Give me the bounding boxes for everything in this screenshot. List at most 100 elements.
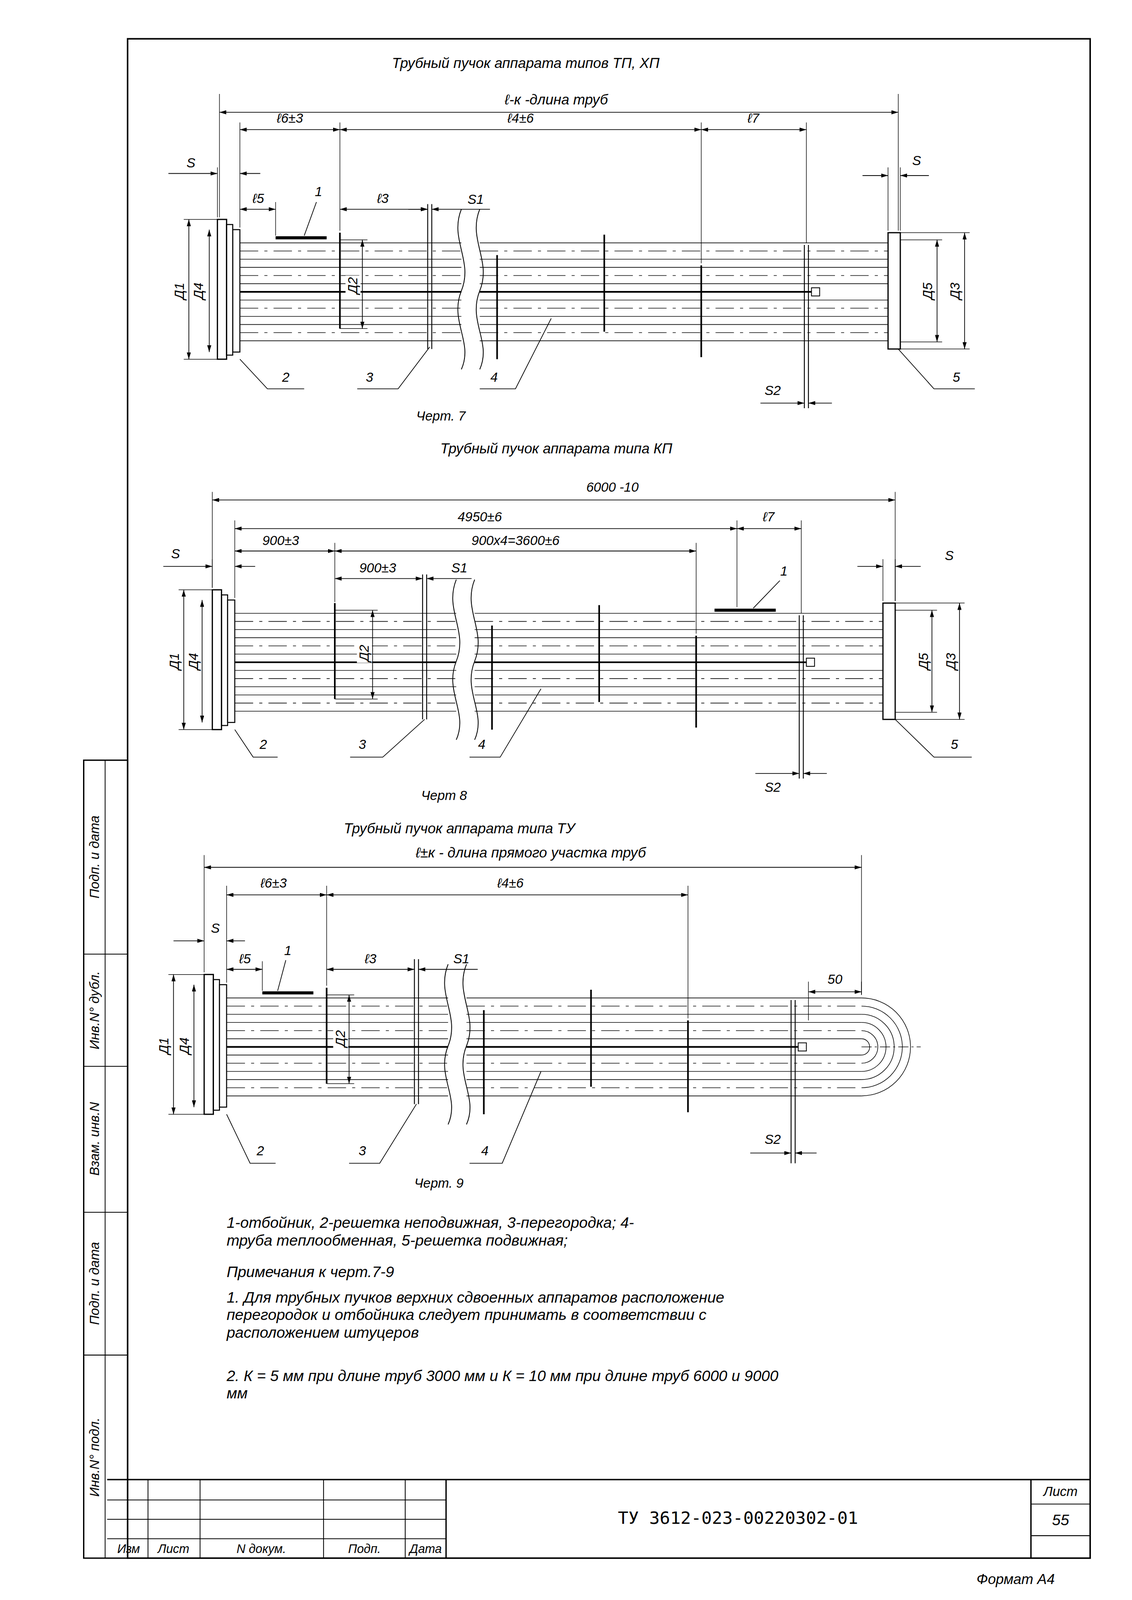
title-block-cell: Лист: [157, 1542, 190, 1557]
stamp-line: [83, 1212, 128, 1214]
tie-rod: [474, 661, 807, 664]
dimension-label: ℓ±к - длина прямого участка труб: [415, 845, 647, 862]
dimension-label: Д2: [356, 643, 372, 663]
title-block-line: [147, 1480, 149, 1559]
dimension-line: [931, 610, 933, 713]
dimension-line: [226, 894, 327, 896]
stamp-line: [83, 1355, 128, 1357]
stamp-strip: [83, 760, 128, 1559]
extension-line: [326, 886, 327, 986]
heat-exchange-tube: [479, 283, 888, 284]
dimension-line: [234, 528, 738, 530]
dimension-line: [372, 610, 374, 700]
heat-exchange-tube: [466, 1055, 862, 1056]
dimension-label: ℓ3: [376, 191, 389, 207]
heat-exchange-tube: [474, 653, 883, 655]
extension-line: [239, 122, 240, 228]
break-line: [463, 964, 470, 1125]
dimension-label: 900±3: [359, 560, 397, 576]
title-block-cell: Подп.: [348, 1542, 381, 1557]
title-block-cell: Дата: [409, 1542, 443, 1557]
tie-rod-nut: [798, 1043, 807, 1052]
dimension-label: Д5: [916, 651, 932, 672]
leader-line: [469, 688, 542, 758]
extension-line: [334, 542, 335, 603]
baffle: [325, 988, 328, 1085]
callout-number: 1: [284, 943, 292, 959]
title-block-line: [107, 1479, 1091, 1481]
dimension-label: Д3: [943, 651, 959, 672]
dimension-arrow: [795, 1152, 817, 1154]
section-title: Черт 8: [421, 788, 467, 804]
extension-line: [212, 491, 213, 588]
extension-line: [895, 719, 965, 720]
section-title: Трубный пучок аппарата типа КП: [440, 440, 673, 458]
dimension-label: ℓ7: [762, 510, 775, 526]
dimension-label: Д4: [177, 1036, 193, 1057]
dimension-line: [959, 603, 960, 720]
heat-exchange-tube: [479, 299, 888, 301]
fixed-tubesheet: [227, 600, 235, 723]
callout-number: 3: [358, 1143, 366, 1159]
dimension-arrow: [760, 402, 805, 404]
dimension-label: S: [944, 548, 954, 564]
fixed-tubesheet: [226, 224, 233, 355]
title-block-cell: 55: [1052, 1512, 1070, 1530]
dimension-label: Д2: [333, 1029, 349, 1049]
heat-exchange-tube: [479, 259, 888, 260]
stamp-label: Инв.N° дубл.: [87, 970, 103, 1052]
title-block-cell: Лист: [1043, 1484, 1078, 1500]
heat-exchange-tube: [466, 1079, 862, 1080]
extension-line: [203, 855, 205, 973]
callout-number: 2: [256, 1143, 264, 1159]
dimension-arrow: [857, 566, 883, 568]
dimension-label: ℓ5: [239, 951, 251, 967]
heat-exchange-tube: [226, 997, 449, 999]
dimension-line: [208, 229, 210, 352]
callout-number: 1: [780, 563, 788, 580]
dimension-line: [964, 232, 966, 350]
extension-line: [339, 328, 368, 329]
extension-line: [887, 167, 889, 231]
extension-line: [234, 520, 235, 599]
leader-line: [357, 347, 430, 390]
extension-line: [895, 712, 938, 713]
dimension-label: 6000 -10: [586, 480, 639, 496]
dimension-arrow: [408, 208, 428, 210]
extension-line: [900, 349, 970, 350]
section-title: Черт. 9: [414, 1176, 464, 1192]
note-text: 2. К = 5 мм при длине труб 3000 мм и К =…: [226, 1367, 799, 1404]
impingement-plate: [714, 609, 776, 613]
callout-number: 3: [358, 737, 366, 753]
title-block-line: [1031, 1504, 1091, 1506]
dimension-label: Д3: [947, 281, 963, 301]
dimension-line: [173, 975, 175, 1115]
heat-exchange-tube: [226, 1055, 449, 1056]
callout-number: 5: [950, 737, 959, 753]
heat-exchange-tube: [466, 1030, 862, 1032]
dimension-line: [936, 239, 938, 343]
heat-exchange-tube: [226, 1014, 449, 1015]
dimension-label: 4950±6: [457, 510, 502, 526]
extension-line: [894, 491, 896, 601]
stamp-label: Взам. инв.N: [87, 1100, 103, 1178]
extension-line: [736, 520, 738, 608]
heat-exchange-tube: [479, 340, 888, 342]
dimension-label: ℓ5: [252, 191, 265, 207]
fixed-tubesheet: [203, 975, 214, 1115]
dimension-label: Д4: [186, 651, 202, 672]
title-block-line: [107, 1500, 447, 1502]
dimension-label: ℓ4±6: [507, 110, 534, 126]
dimension-label: ℓ7: [747, 110, 760, 126]
callout-number: 2: [259, 737, 267, 753]
extension-line: [895, 610, 938, 611]
dimension-arrow: [239, 173, 261, 175]
extension-line: [326, 1083, 355, 1085]
heat-exchange-tube: [466, 1038, 862, 1040]
heat-exchange-tube: [226, 1022, 449, 1023]
heat-exchange-tube: [226, 1071, 449, 1072]
heat-exchange-tube: [474, 703, 883, 704]
dimension-line: [234, 550, 335, 552]
callout-number: 1: [314, 184, 323, 200]
dimension-label: ℓ3: [364, 951, 377, 967]
